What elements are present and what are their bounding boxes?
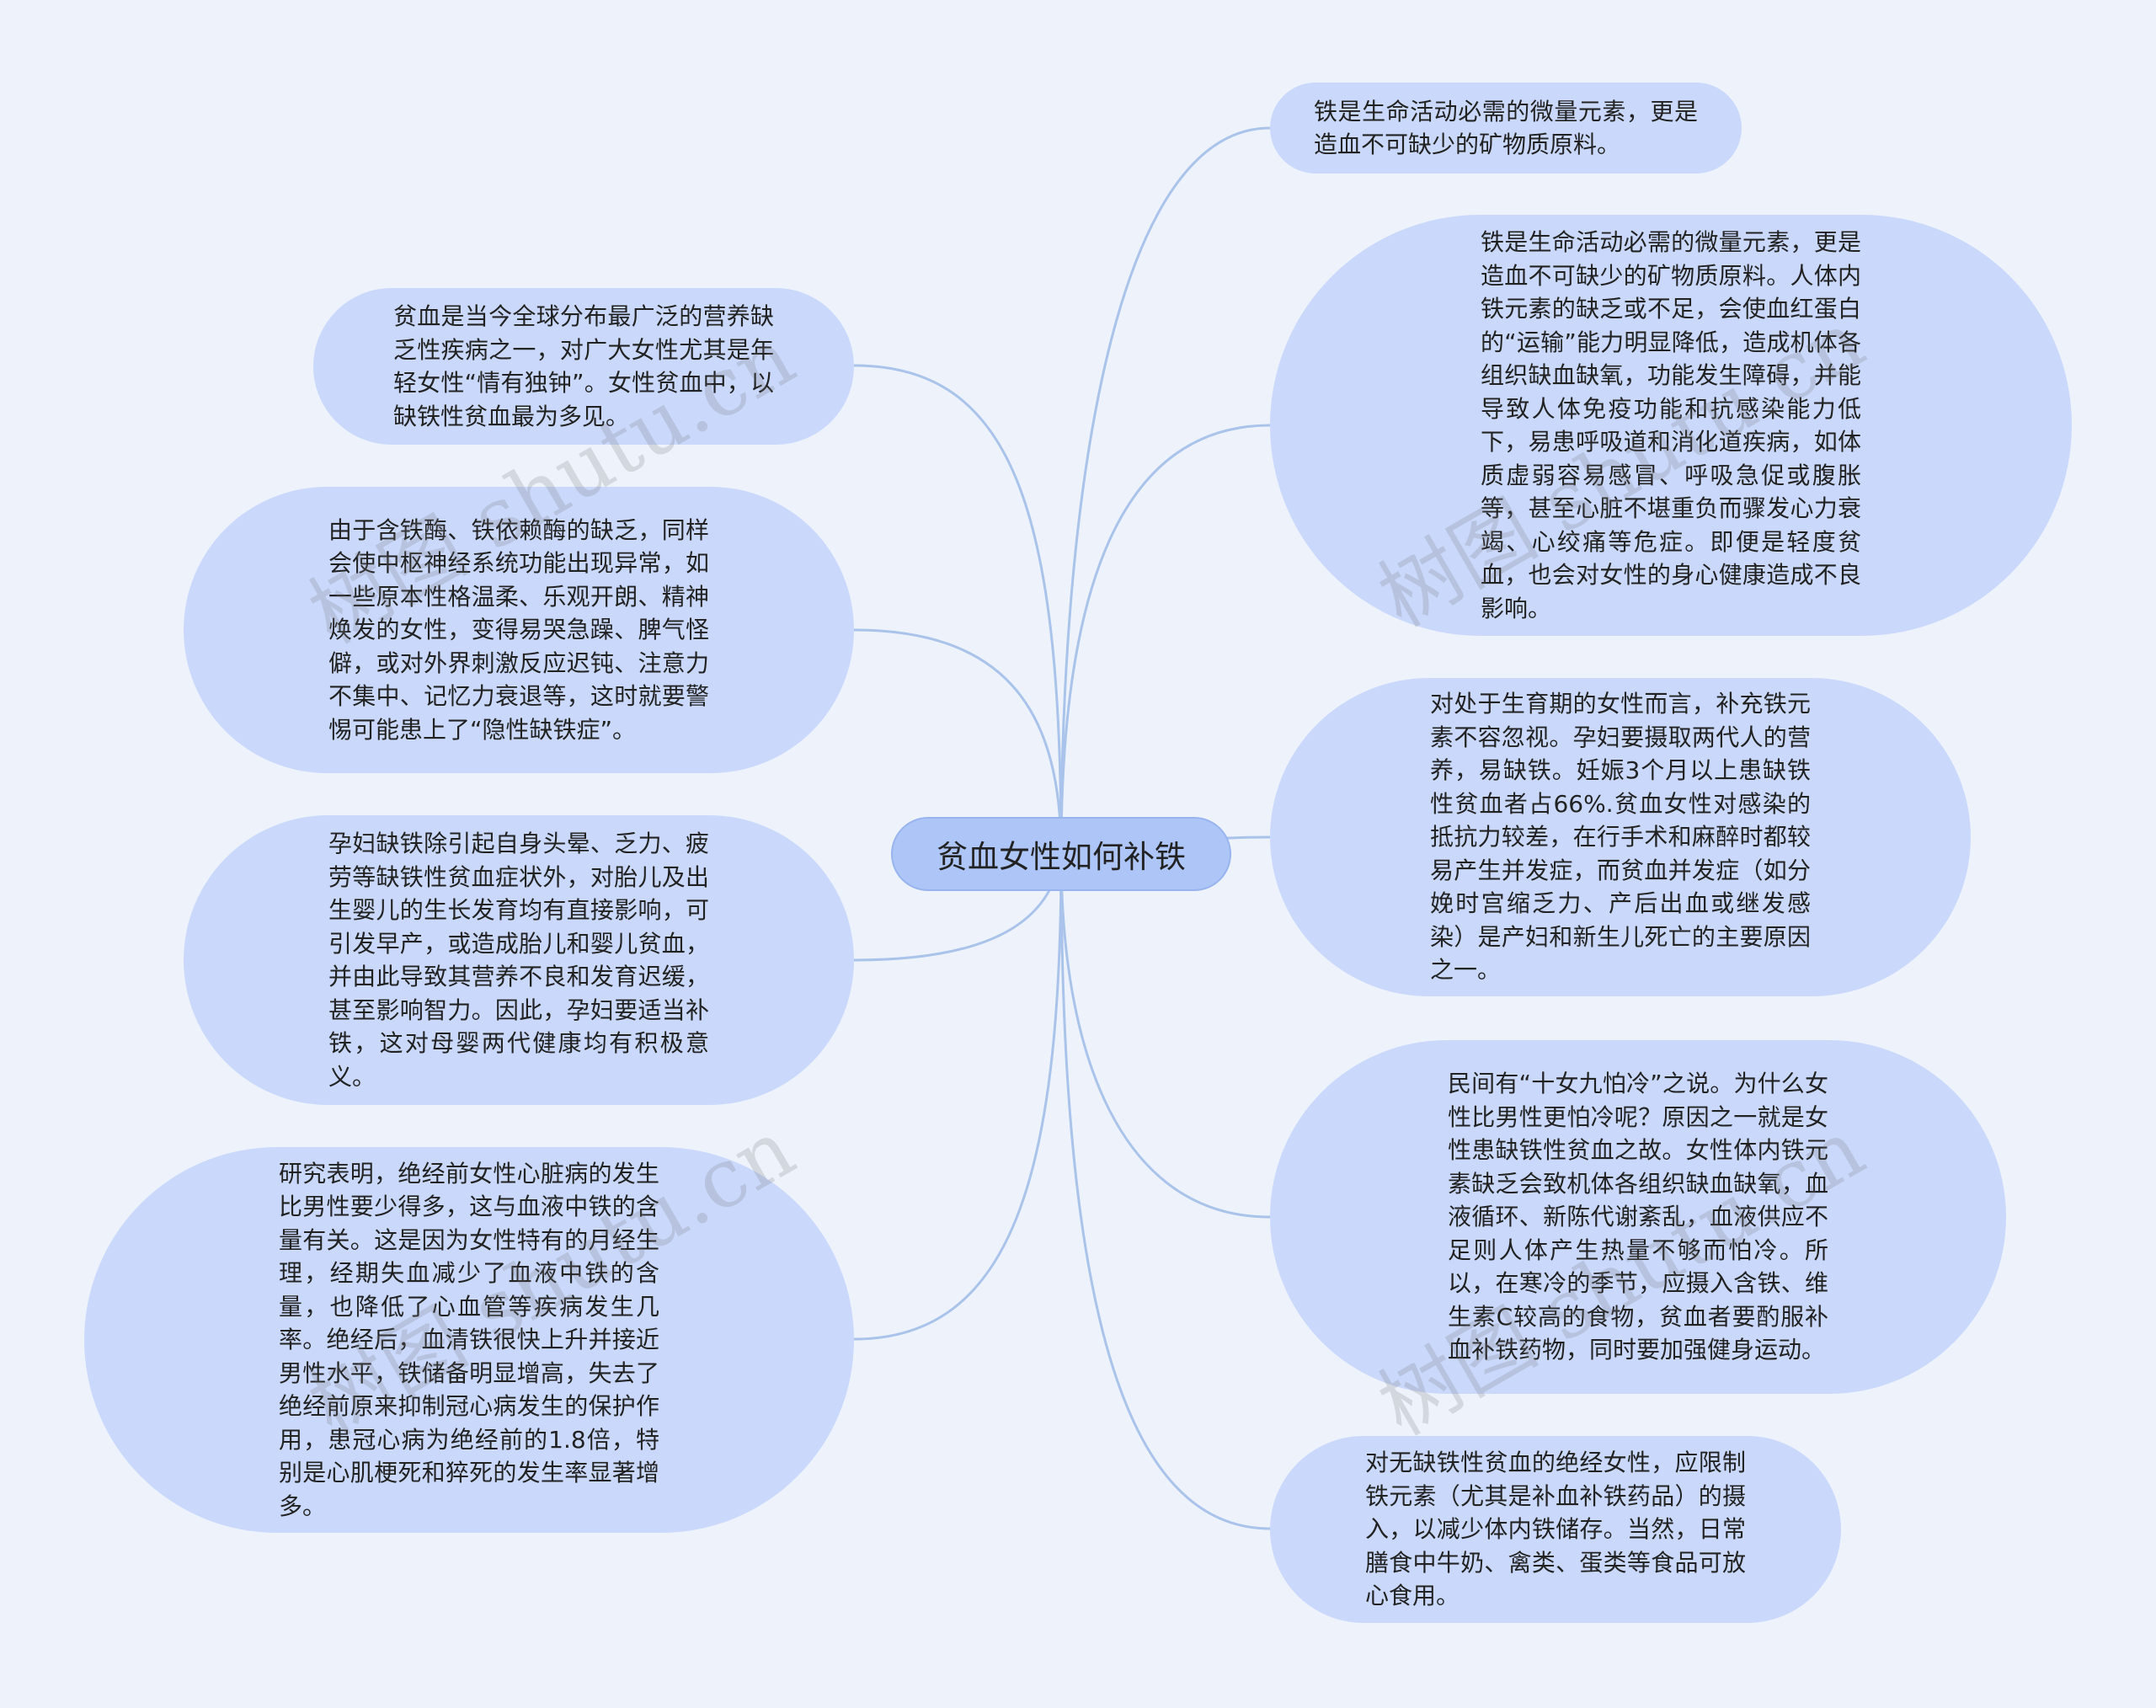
topic-iron-essential[interactable]: 铁是生命活动必需的微量元素，更是造血不可缺少的矿物质原料。 — [1270, 83, 1742, 173]
central-topic-title: 贫血女性如何补铁 — [937, 839, 1186, 875]
connector-l2 — [853, 628, 1063, 855]
topic-women-cold[interactable]: 民间有“十女九怕冷”之说。为什么女性比男性更怕冷呢？原因之一就是女性患缺铁性贫血… — [1270, 1040, 2006, 1394]
central-topic[interactable]: 贫血女性如何补铁 — [891, 817, 1231, 891]
topic-heart-disease[interactable]: 研究表明，绝经前女性心脏病的发生比男性要少得多，这与血液中铁的含量有关。这是因为… — [84, 1147, 854, 1533]
connector-l4 — [853, 853, 1063, 1341]
topic-global-anemia[interactable]: 贫血是当今全球分布最广泛的营养缺乏性疾病之一，对广大女性尤其是年轻女性“情有独钟… — [313, 288, 854, 445]
topic-iron-deficiency-effects[interactable]: 铁是生命活动必需的微量元素，更是造血不可缺少的矿物质原料。人体内铁元素的缺乏或不… — [1270, 215, 2072, 636]
topic-childbearing-women[interactable]: 对处于生育期的女性而言，补充铁元素不容忽视。孕妇要摄取两代人的营养，易缺铁。妊娠… — [1270, 678, 1971, 996]
topic-hidden-iron-deficiency[interactable]: 由于含铁酶、铁依赖酶的缺乏，同样会使中枢神经系统功能出现异常，如一些原本性格温柔… — [184, 487, 854, 773]
topic-text: 民间有“十女九怕冷”之说。为什么女性比男性更怕冷呢？原因之一就是女性患缺铁性贫血… — [1448, 1070, 1828, 1364]
topic-text: 对处于生育期的女性而言，补充铁元素不容忽视。孕妇要摄取两代人的营养，易缺铁。妊娠… — [1430, 690, 1811, 985]
connector-r4 — [1059, 853, 1271, 1219]
connector-r2 — [1059, 424, 1271, 855]
topic-text: 孕妇缺铁除引起自身头晕、乏力、疲劳等缺铁性贫血症状外，对胎儿及出生婴儿的生长发育… — [328, 830, 709, 1091]
topic-text: 由于含铁酶、铁依赖酶的缺乏，同样会使中枢神经系统功能出现异常，如一些原本性格温柔… — [328, 515, 709, 744]
connector-r5 — [1059, 853, 1271, 1530]
connector-r1 — [1059, 126, 1271, 855]
topic-text: 铁是生命活动必需的微量元素，更是造血不可缺少的矿物质原料。 — [1314, 97, 1698, 159]
topic-text: 对无缺铁性贫血的绝经女性，应限制铁元素（尤其是补血补铁药品）的摄入，以减少体内铁… — [1365, 1449, 1746, 1610]
topic-text: 研究表明，绝经前女性心脏病的发生比男性要少得多，这与血液中铁的含量有关。这是因为… — [279, 1159, 659, 1520]
topic-menopausal-women[interactable]: 对无缺铁性贫血的绝经女性，应限制铁元素（尤其是补血补铁药品）的摄入，以减少体内铁… — [1270, 1436, 1841, 1623]
connector-l1 — [853, 364, 1063, 855]
topic-text: 贫血是当今全球分布最广泛的营养缺乏性疾病之一，对广大女性尤其是年轻女性“情有独钟… — [393, 302, 774, 430]
topic-pregnant-women[interactable]: 孕妇缺铁除引起自身头晕、乏力、疲劳等缺铁性贫血症状外，对胎儿及出生婴儿的生长发育… — [184, 815, 854, 1105]
topic-text: 铁是生命活动必需的微量元素，更是造血不可缺少的矿物质原料。人体内铁元素的缺乏或不… — [1481, 228, 1861, 622]
